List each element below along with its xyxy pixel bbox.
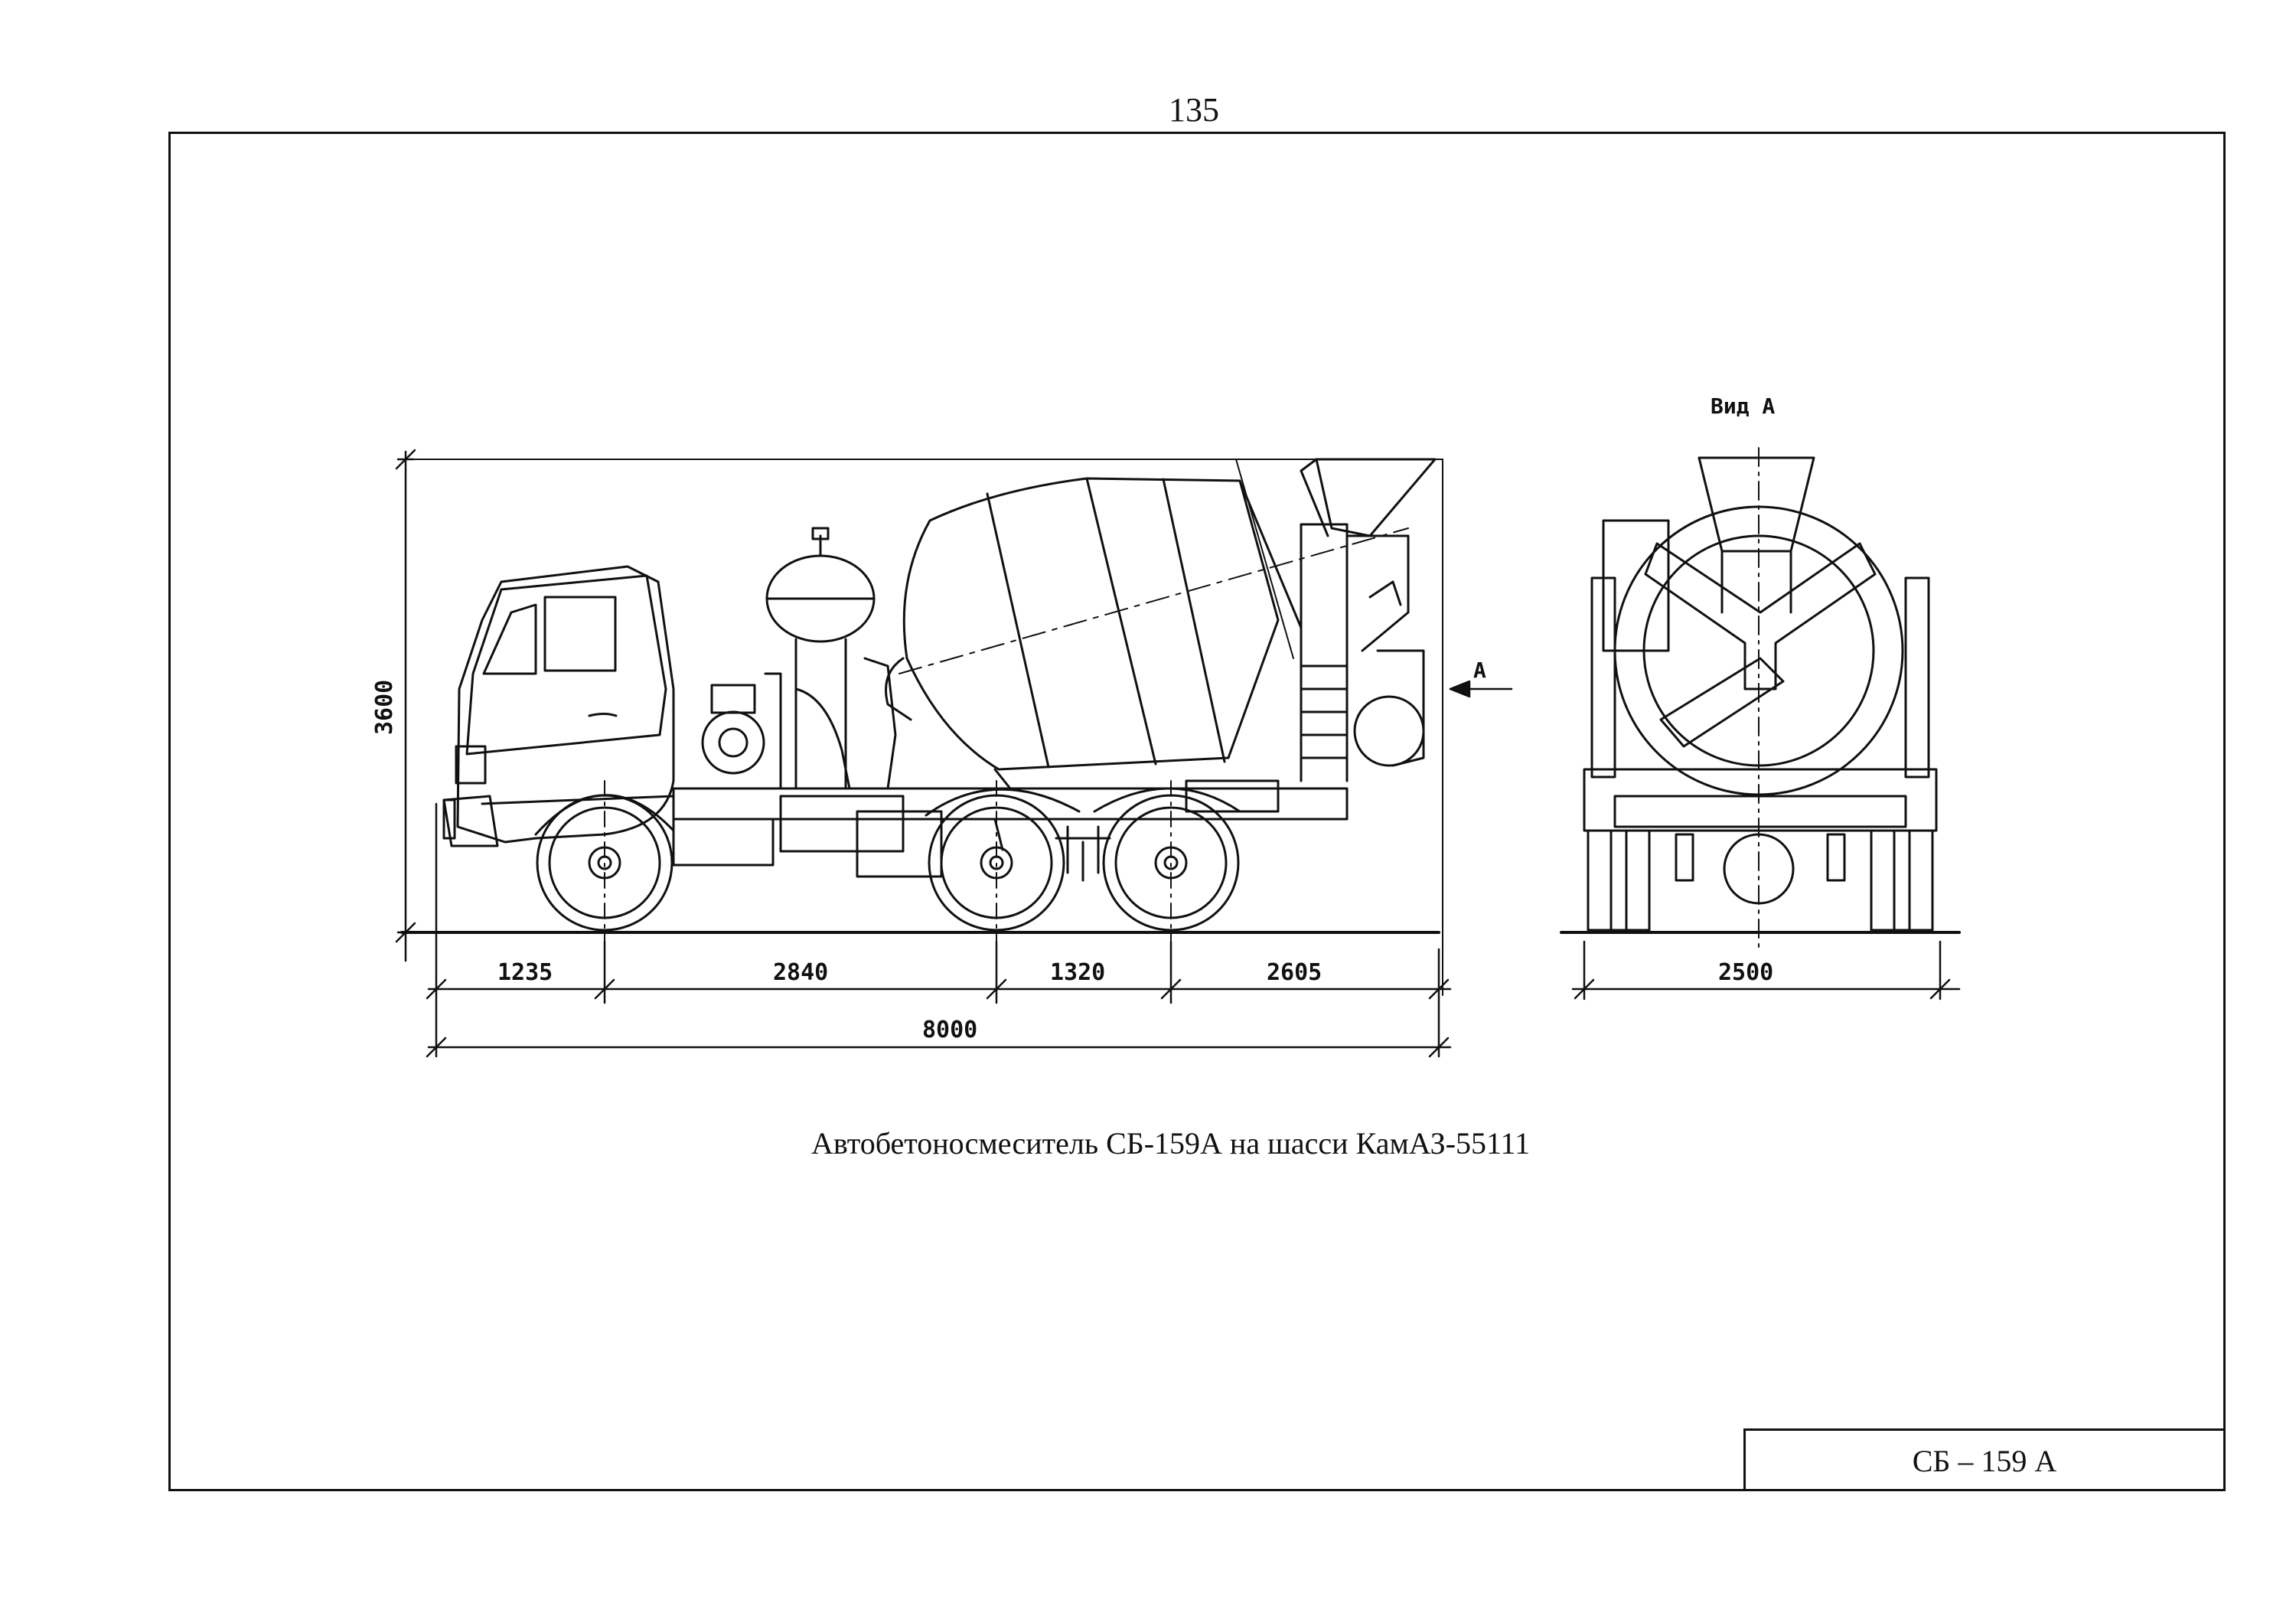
rear-view-title: Вид А <box>1711 393 1775 419</box>
rear-width-dimension: 2500 <box>1718 959 1773 986</box>
page-number: 135 <box>1169 91 1219 129</box>
drawing-caption: Автобетоносмеситель СБ-159А на шасси Кам… <box>811 1126 1531 1161</box>
rear-view <box>1560 447 1961 1001</box>
title-block-label: СБ – 159 А <box>1912 1444 2057 1478</box>
hopper-and-chute <box>1300 458 1437 767</box>
pump-unit <box>701 657 897 790</box>
chassis <box>672 779 1349 878</box>
side-view <box>400 458 1443 996</box>
segment-dimension-4: 2605 <box>1267 959 1322 986</box>
overall-length-label: 8000 <box>922 1017 977 1043</box>
view-arrow-label: А <box>1473 658 1486 683</box>
segment-dimension-2: 2840 <box>773 959 828 986</box>
ladder <box>1235 459 1349 782</box>
title-block: СБ – 159 А <box>1743 1428 2226 1491</box>
view-arrow <box>1449 680 1513 698</box>
drawing-frame <box>168 132 2226 1491</box>
segment-dimension-3: 1320 <box>1050 959 1105 986</box>
water-tank <box>765 527 876 790</box>
height-dimension-label: 3600 <box>371 680 398 735</box>
segment-dimension-1: 1235 <box>497 959 553 986</box>
side-dimensions <box>395 449 1452 1058</box>
mixer-drum <box>885 477 1409 790</box>
